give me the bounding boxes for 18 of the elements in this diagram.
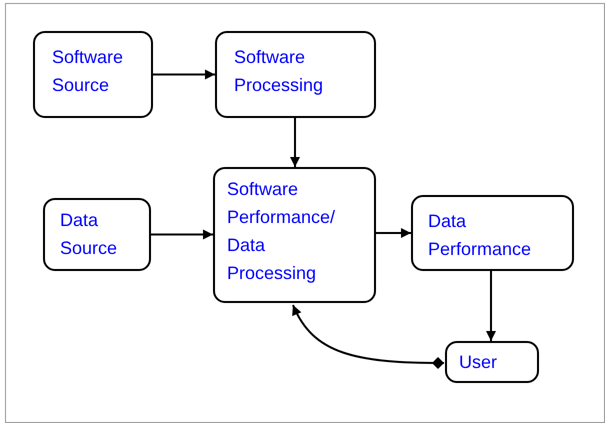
arrow: [376, 228, 411, 238]
process-box: [411, 195, 574, 271]
box-label: Software Processing: [234, 46, 324, 97]
arrow: [151, 230, 213, 240]
process-box: [43, 198, 151, 271]
box-label: Software Performance/ Data Processing: [227, 178, 336, 285]
process-box: [215, 31, 376, 118]
process-box: [213, 167, 376, 303]
arrow: [290, 118, 300, 167]
arrow: [486, 271, 496, 341]
box-label: Data Performance: [428, 210, 532, 261]
arrow: [153, 70, 215, 80]
box-label: Software Source: [52, 46, 124, 97]
process-box: [445, 341, 539, 383]
box-label: User: [459, 351, 498, 374]
arrow: [292, 304, 444, 369]
process-box: [33, 31, 153, 118]
box-label: Data Source: [60, 209, 118, 260]
